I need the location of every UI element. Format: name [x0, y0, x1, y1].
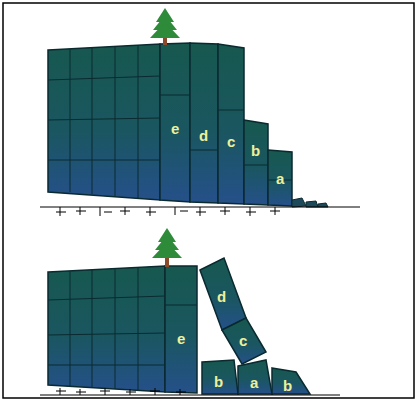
column-label: d: [217, 289, 226, 304]
column-label: e: [177, 331, 185, 346]
bottom-cliff: [48, 258, 310, 394]
column-label: b: [214, 374, 223, 389]
joints: [48, 267, 197, 390]
column-label: d: [199, 128, 208, 143]
ground-hatch: [40, 388, 340, 395]
top-cliff: [48, 43, 292, 206]
column-label: a: [276, 171, 284, 186]
rubble: [292, 198, 328, 207]
ground-hatch: [40, 207, 360, 216]
tree: [152, 228, 182, 267]
frame: [3, 3, 414, 398]
column-label: c: [239, 333, 247, 348]
column-label: a: [250, 375, 258, 390]
column-label: e: [171, 121, 179, 136]
column-label: c: [227, 134, 235, 149]
column-label: b: [251, 143, 260, 158]
joints: [48, 45, 292, 198]
column-label: b: [283, 378, 292, 393]
tree: [150, 8, 180, 45]
